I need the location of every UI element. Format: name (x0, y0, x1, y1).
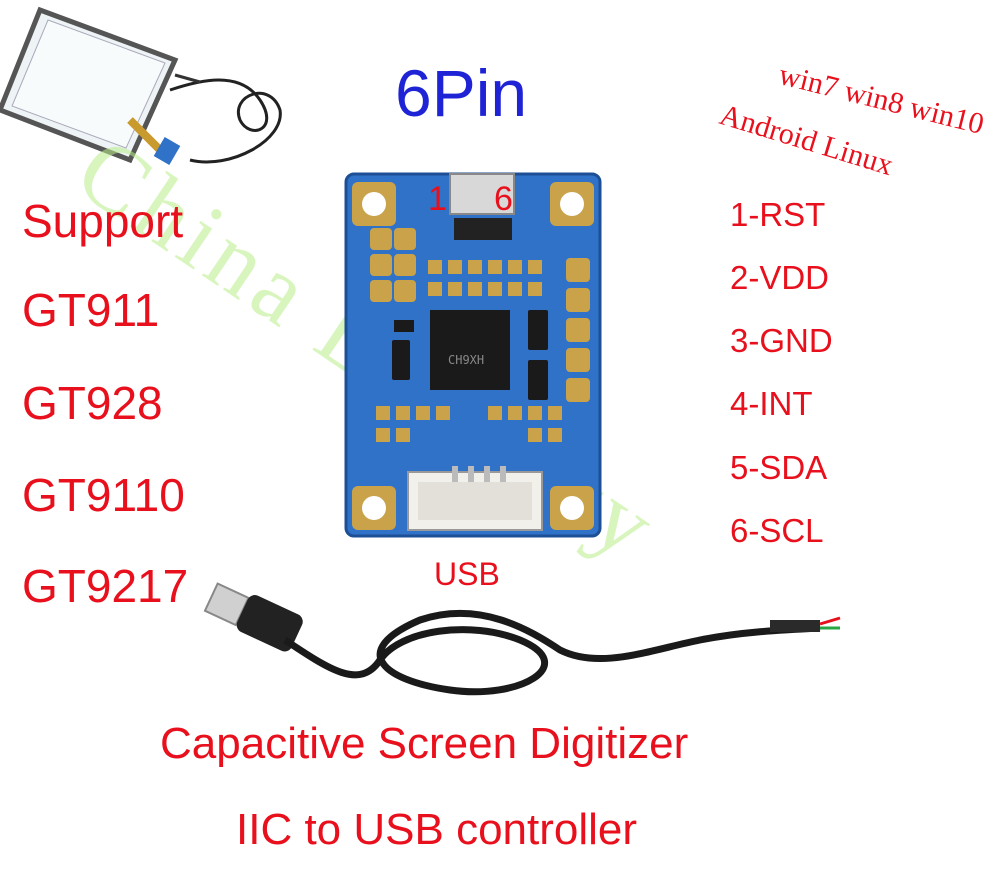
pinout-item-1: 1-RST (730, 196, 826, 233)
touch-panel-image (0, 6, 282, 166)
pinout-item-6: 6-SCL (730, 512, 824, 549)
chip-item-gt911: GT911 (22, 284, 160, 336)
chip-item-gt9217: GT9217 (22, 560, 189, 612)
connector-pin-6-label: 6 (494, 180, 513, 218)
caption-line-1: Capacitive Screen Digitizer (160, 719, 689, 768)
support-heading: Support (22, 195, 184, 247)
pinout-item-4: 4-INT (730, 385, 813, 422)
pin-count-title: 6Pin (395, 56, 528, 130)
chip-item-gt9110: GT9110 (22, 469, 185, 521)
pinout-item-5: 5-SDA (730, 449, 828, 486)
pcb-board (344, 172, 602, 538)
usb-label: USB (434, 556, 500, 592)
pinout-item-3: 3-GND (730, 322, 833, 359)
caption-line-2: IIC to USB controller (236, 805, 638, 854)
chip-item-gt928: GT928 (22, 377, 163, 429)
chip-marking: CH9XH (448, 353, 485, 367)
connector-pin-1-label: 1 (428, 180, 447, 218)
pinout-item-2: 2-VDD (730, 259, 830, 296)
